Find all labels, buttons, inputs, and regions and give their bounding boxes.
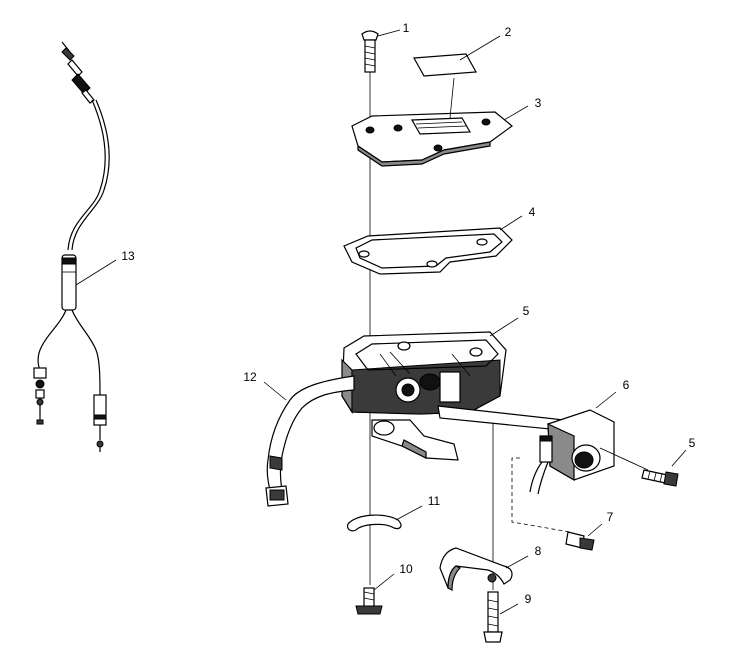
part-9-screw: 9 bbox=[483, 591, 532, 643]
callout-13: 13 bbox=[121, 249, 135, 263]
callout-5-screw: 5 bbox=[689, 436, 696, 450]
part-5-housing: 5 bbox=[341, 304, 530, 461]
callout-2: 2 bbox=[505, 25, 512, 39]
part-11-clip: 11 bbox=[347, 494, 441, 532]
part-13-cable-assembly: 13 bbox=[33, 41, 135, 452]
callout-1: 1 bbox=[403, 21, 410, 35]
part-4-gasket: 4 bbox=[343, 205, 536, 275]
part-12-hose: 12 bbox=[243, 370, 355, 507]
callout-10: 10 bbox=[399, 562, 413, 576]
part-3-cover-plate: 3 bbox=[351, 77, 542, 167]
part-6-switch-box: 6 bbox=[437, 378, 630, 533]
part-5-screw: 5 bbox=[599, 436, 696, 487]
callout-7: 7 bbox=[607, 510, 614, 524]
part-1-screw: 1 bbox=[361, 21, 410, 73]
callout-3: 3 bbox=[535, 96, 542, 110]
callout-12: 12 bbox=[243, 370, 257, 384]
callout-11: 11 bbox=[428, 494, 441, 508]
callout-5-housing: 5 bbox=[523, 304, 530, 318]
callout-9: 9 bbox=[525, 592, 532, 606]
part-8-clamp: 8 bbox=[439, 544, 542, 591]
callout-4: 4 bbox=[529, 205, 536, 219]
part-7-bulb: 7 bbox=[565, 510, 614, 551]
callout-8: 8 bbox=[535, 544, 542, 558]
part-2-decal: 2 bbox=[413, 25, 512, 77]
part-10-screw: 10 bbox=[355, 562, 413, 615]
callout-6: 6 bbox=[623, 378, 630, 392]
